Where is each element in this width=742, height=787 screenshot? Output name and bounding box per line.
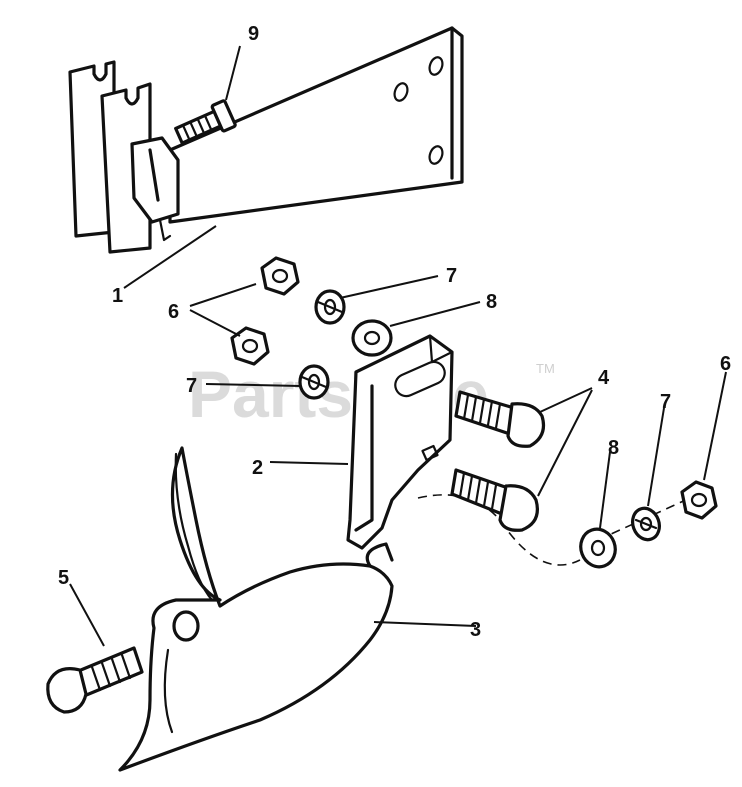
part-3-sweep [118,446,394,772]
callout-6-right: 6 [720,353,731,375]
callout-2: 2 [252,457,263,479]
callout-7-lower: 7 [186,375,197,397]
callout-7-upper: 7 [446,265,457,287]
callout-6-left: 6 [168,301,179,323]
callout-9: 9 [248,23,259,45]
callout-3: 3 [470,619,481,641]
part-4-carriage-bolt-upper [454,390,546,448]
callout-4: 4 [598,367,610,389]
watermark-trademark: TM [536,361,555,376]
part-7-lock-washer-right [631,506,661,542]
part-8-washer-right [579,527,617,569]
callout-7-right: 7 [660,391,671,413]
callout-labels: 1 2 3 4 5 6 6 7 7 7 8 8 9 [58,23,731,641]
part-9-bolt [174,99,237,145]
callout-1: 1 [112,285,123,307]
part-6-nut-lower [230,326,270,366]
callout-5: 5 [58,567,69,589]
part-6-nut-right [680,480,718,520]
callout-8-right: 8 [608,437,619,459]
part-5-carriage-bolt [46,646,144,714]
part-7-lock-washer-lower [298,364,330,400]
part-7-lock-washer-upper [314,289,346,325]
part-8-washer-upper [351,319,393,357]
part-4-carriage-bolt-lower [450,468,539,532]
callout-8-upper: 8 [486,291,497,313]
part-1-mounting-bracket [68,26,464,254]
leader-lines [69,45,727,647]
part-6-nut-upper [260,256,300,296]
